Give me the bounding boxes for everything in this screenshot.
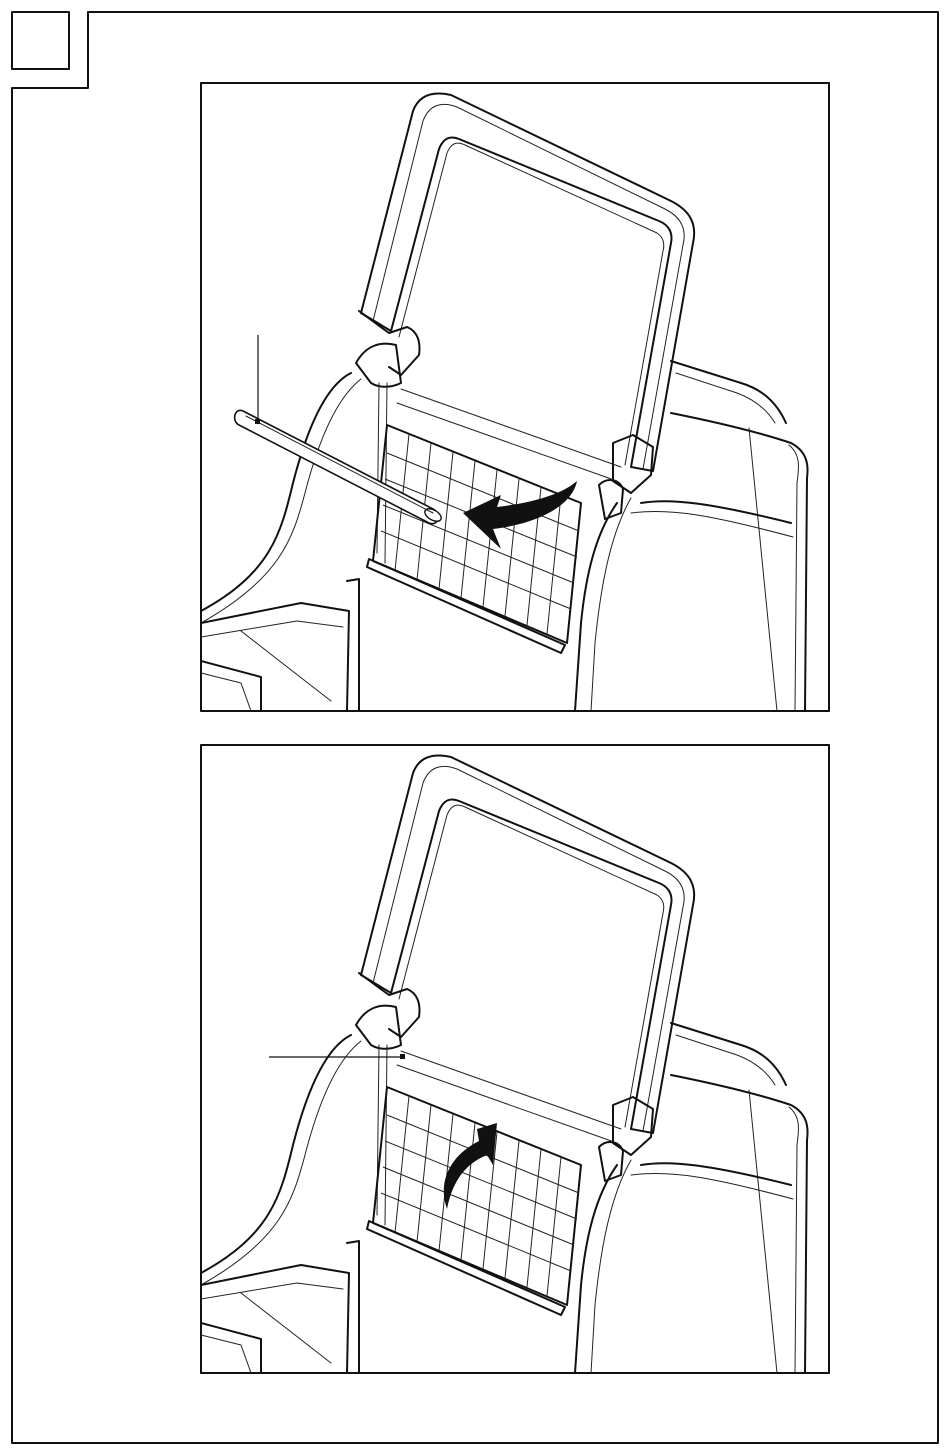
panel-top-frame — [201, 83, 829, 711]
panel-bottom-frame — [201, 745, 829, 1373]
callout-leader-bottom — [269, 1054, 405, 1059]
rod-part — [235, 410, 444, 524]
callout-leader-top — [255, 335, 260, 424]
evaporator-grid — [367, 1087, 581, 1315]
panel-bottom — [201, 745, 829, 1373]
panel-top — [201, 83, 829, 711]
step-number-box — [12, 12, 69, 69]
page-border — [12, 12, 938, 1443]
evaporator-grid — [367, 425, 581, 653]
